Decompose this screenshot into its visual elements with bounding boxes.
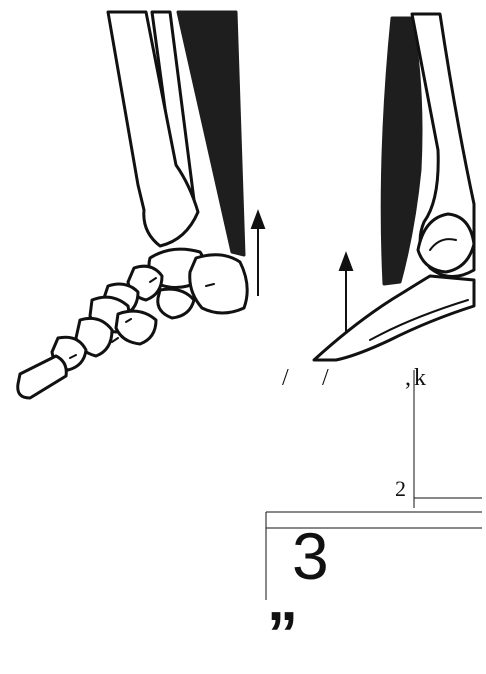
calcaneus-bone xyxy=(190,255,247,313)
left-force-arrow xyxy=(252,212,264,296)
label-two: 2 xyxy=(395,478,406,500)
label-slash-1: / xyxy=(282,366,289,390)
label-quote-mark: ” xyxy=(267,604,298,666)
foot-skeleton xyxy=(18,12,247,398)
metatarsal-2 xyxy=(116,311,156,344)
phalanx-3 xyxy=(18,356,67,398)
label-three: 3 xyxy=(292,523,329,589)
label-slash-2: / xyxy=(322,366,329,390)
elbow-joint xyxy=(314,14,474,360)
label-comma: , xyxy=(405,366,411,390)
biceps-muscle xyxy=(382,18,421,284)
cuboid-bone xyxy=(158,289,194,318)
forearm-bone xyxy=(314,276,474,360)
right-force-arrow xyxy=(340,254,352,332)
label-k: k xyxy=(414,366,426,390)
